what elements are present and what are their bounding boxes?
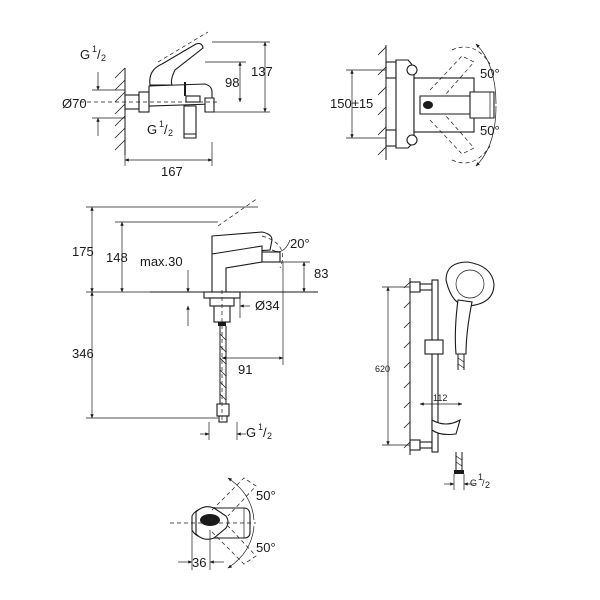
shower-rail [409, 279, 461, 453]
svg-text:1: 1 [92, 44, 97, 54]
basin-mixer-view: 175 148 346 max.30 20° 83 Ø34 91 G 1 [72, 197, 328, 441]
svg-text:/: / [97, 47, 101, 62]
supply-hose [216, 326, 230, 423]
dim-620: 620 [375, 364, 390, 374]
angle-top: 50° [256, 488, 276, 503]
dim-83: 83 [314, 266, 328, 281]
svg-text:1: 1 [478, 472, 483, 482]
angle-top: 50° [480, 66, 500, 81]
angle-bottom: 50° [480, 123, 500, 138]
svg-text:G: G [147, 122, 157, 137]
dim-center-distance: 150±15 [330, 96, 373, 111]
svg-text:2: 2 [168, 128, 173, 138]
thermostat-view: 150±15 50° 50° [330, 43, 500, 167]
basin-top-view: 50° 50° 36 [170, 477, 276, 570]
svg-text:2: 2 [101, 53, 106, 63]
wall-hatch [114, 67, 126, 155]
shower-set-view: 620 112 G 1 / 2 [375, 261, 495, 490]
thermostat-body [385, 46, 495, 164]
thread-label-bath-bottom: G 1 / 2 [147, 119, 173, 138]
thread-label-basin: G 1 / 2 [246, 422, 272, 441]
angle-bottom: 50° [256, 540, 276, 555]
svg-text:1: 1 [159, 119, 164, 129]
basin-top-body [191, 477, 257, 565]
svg-text:/: / [482, 478, 485, 488]
dim-max-thickness: max.30 [140, 254, 183, 269]
dim-167: 167 [161, 164, 183, 179]
shower-hose [454, 354, 465, 474]
dim-137: 137 [251, 64, 273, 79]
svg-text:2: 2 [485, 480, 490, 490]
dim-91: 91 [238, 362, 252, 377]
svg-text:G: G [80, 47, 90, 62]
svg-text:/: / [164, 122, 168, 137]
dim-diameter: Ø70 [62, 96, 87, 111]
svg-text:1: 1 [258, 422, 263, 432]
dim-346: 346 [72, 346, 94, 361]
dim-98: 98 [225, 75, 239, 90]
dim-hole-diameter: Ø34 [255, 298, 280, 313]
thread-label-bath-top: G 1 / 2 [80, 44, 106, 63]
wall-hatch [377, 45, 387, 160]
dim-angle: 20° [290, 236, 310, 251]
thread-label-shower: G 1 / 2 [470, 472, 490, 490]
dim-175: 175 [72, 244, 94, 259]
svg-text:2: 2 [267, 431, 272, 441]
svg-text:G: G [246, 425, 256, 440]
svg-text:G: G [470, 478, 477, 488]
bath-mixer-view: 137 98 Ø70 G 1 / 2 G 1 / 2 167 [62, 31, 273, 179]
dim-112: 112 [433, 393, 447, 403]
bath-mixer-body [124, 31, 215, 139]
hand-shower [445, 261, 495, 355]
svg-text:/: / [263, 425, 267, 440]
wall-hatch [403, 278, 411, 455]
dim-148: 148 [106, 250, 128, 265]
dim-36: 36 [192, 555, 206, 570]
